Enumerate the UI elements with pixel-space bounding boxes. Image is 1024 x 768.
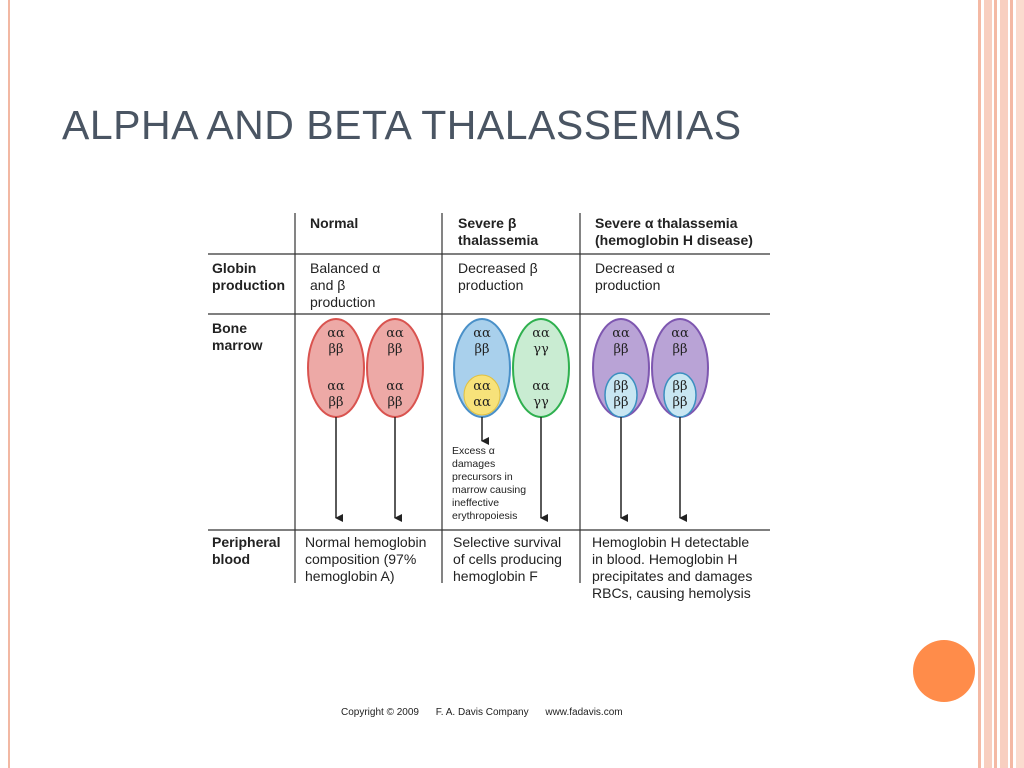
glyph-bb: ββ	[613, 395, 629, 410]
glyph-aa: αα	[612, 326, 630, 341]
glyph-bb: ββ	[474, 342, 490, 357]
row-label-peripheral: Peripheral blood	[212, 534, 281, 567]
header-normal: Normal	[310, 215, 359, 231]
glyph-gg: γγ	[533, 395, 549, 410]
glyph-aa: αα	[473, 395, 491, 410]
diagram-graphics	[208, 213, 770, 583]
copyright-line: Copyright © 2009 F. A. Davis Company www…	[341, 707, 637, 718]
copyright-text: Copyright © 2009	[341, 707, 419, 718]
glyph-aa: αα	[327, 326, 345, 341]
company-name: F. A. Davis Company	[435, 707, 529, 718]
globin-beta: Decreased β production	[458, 260, 538, 293]
header-severe-beta: Severe β thalassemia	[458, 215, 539, 248]
glyph-bb: ββ	[328, 395, 344, 410]
glyph-aa: αα	[532, 379, 550, 394]
excess-alpha-note: Excess α damages precursors in marrow ca…	[452, 445, 527, 522]
slide-title: ALPHA AND BETA THALASSEMIAS	[62, 102, 742, 148]
glyph-bb: ββ	[672, 395, 688, 410]
glyph-aa: αα	[671, 326, 689, 341]
right-decorative-stripes	[978, 0, 1024, 768]
peripheral-beta: Selective survival of cells producing he…	[453, 534, 562, 584]
glyph-aa: αα	[386, 326, 404, 341]
glyph-bb: ββ	[387, 342, 403, 357]
glyph-bb: ββ	[613, 379, 629, 394]
left-frame-line	[8, 0, 10, 768]
glyph-bb: ββ	[613, 342, 629, 357]
publisher-url: www.fadavis.com	[545, 707, 623, 718]
glyph-gg: γγ	[533, 342, 549, 357]
peripheral-normal: Normal hemoglobin composition (97% hemog…	[305, 534, 427, 584]
peripheral-alpha: Hemoglobin H detectable in blood. Hemogl…	[592, 534, 753, 601]
orange-circle-decoration	[913, 640, 975, 702]
glyph-aa: αα	[473, 379, 491, 394]
globin-alpha: Decreased α production	[595, 260, 675, 293]
glyph-bb: ββ	[387, 395, 403, 410]
glyph-aa: αα	[532, 326, 550, 341]
glyph-aa: αα	[473, 326, 491, 341]
glyph-bb: ββ	[672, 342, 688, 357]
row-label-globin: Globin production	[212, 260, 286, 293]
glyph-aa: αα	[386, 379, 404, 394]
glyph-bb: ββ	[328, 342, 344, 357]
globin-normal: Balanced α and β production	[310, 260, 381, 310]
row-label-bone-marrow: Bone marrow	[212, 320, 263, 353]
header-severe-alpha: Severe α thalassemia (hemoglobin H disea…	[595, 215, 753, 248]
alpha-precipitate	[463, 374, 501, 416]
thalassemia-diagram: Normal Severe β thalassemia Severe α tha…	[200, 205, 780, 625]
glyph-bb: ββ	[672, 379, 688, 394]
glyph-aa: αα	[327, 379, 345, 394]
